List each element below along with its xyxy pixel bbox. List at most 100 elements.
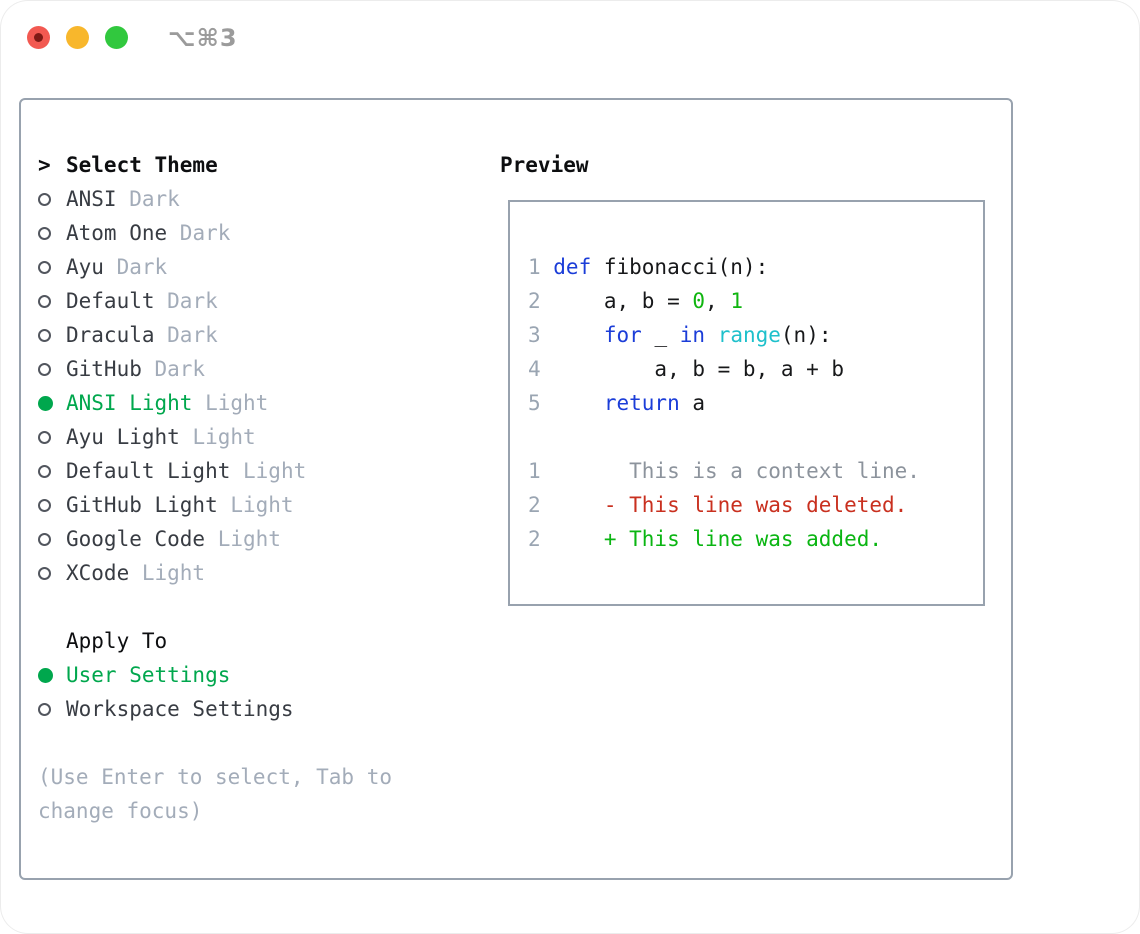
code-segment: a [679, 391, 706, 415]
option-label: XCode [66, 561, 130, 585]
radio-icon [38, 362, 66, 376]
select-theme-title: Select Theme [66, 153, 218, 177]
theme-option-atom-one[interactable]: Atom One Dark [38, 216, 458, 250]
theme-option-ayu-light[interactable]: Ayu Light Light [38, 420, 458, 454]
code-segment: def [553, 255, 592, 279]
apply-option-workspace-settings[interactable]: Workspace Settings [38, 692, 458, 726]
theme-option-dracula[interactable]: Dracula Dark [38, 318, 458, 352]
theme-option-xcode[interactable]: XCode Light [38, 556, 458, 590]
line-number: 1 [528, 255, 541, 279]
line-number: 1 [528, 459, 541, 483]
radio-selected-icon [38, 667, 66, 683]
option-label: Ayu Light [66, 425, 180, 449]
code-segment [553, 323, 604, 347]
apply-option-user-settings[interactable]: User Settings [38, 658, 458, 692]
cursor-icon: > [38, 153, 51, 177]
zoom-button[interactable] [105, 26, 128, 49]
code-segment: a, b = [553, 289, 693, 313]
radio-icon [38, 702, 66, 716]
radio-icon [38, 464, 66, 478]
option-label: Ayu [66, 255, 104, 279]
option-label: GitHub Light [66, 493, 218, 517]
apply-to-title: Apply To [66, 629, 168, 653]
option-variant-label: Dark [141, 357, 206, 381]
option-label: Default Light [66, 459, 231, 483]
apply-to-header: Apply To [38, 624, 458, 658]
radio-icon [38, 430, 66, 444]
close-dot-icon [34, 33, 43, 42]
code-segment: , [705, 289, 731, 313]
theme-option-github-light[interactable]: GitHub Light Light [38, 488, 458, 522]
line-number: 5 [528, 391, 541, 415]
code-segment: return [603, 391, 680, 415]
option-label: ANSI [66, 187, 117, 211]
preview-title: Preview [500, 153, 589, 177]
option-label: Default [66, 289, 155, 313]
option-variant-label: Dark [154, 289, 218, 313]
radio-icon [38, 226, 66, 240]
minimize-button[interactable] [66, 26, 89, 49]
code-segment: (n): [780, 323, 832, 347]
option-variant-label: Light [192, 391, 269, 415]
preview-line: 5 return a [528, 386, 983, 420]
option-variant-label: Dark [167, 221, 231, 245]
code-segment: _ [641, 323, 680, 347]
theme-option-default-light[interactable]: Default Light Light [38, 454, 458, 488]
diff-preview: 1 This is a context line.2 - This line w… [528, 454, 983, 556]
option-variant-label: Dark [103, 255, 168, 279]
option-label: User Settings [66, 663, 231, 687]
close-button[interactable] [27, 26, 50, 49]
line-number: 2 [528, 527, 541, 551]
option-variant-label: Light [217, 493, 294, 517]
spacer [528, 420, 983, 454]
option-label: Google Code [66, 527, 206, 551]
option-variant-label: Dark [154, 323, 218, 347]
line-number: 2 [528, 493, 541, 517]
theme-option-default[interactable]: Default Dark [38, 284, 458, 318]
spacer [38, 726, 458, 760]
theme-option-github[interactable]: GitHub Dark [38, 352, 458, 386]
code-segment: a, b = b, a + b [553, 357, 845, 381]
option-label: Dracula [66, 323, 155, 347]
option-label: Workspace Settings [66, 697, 294, 721]
theme-option-ansi-light[interactable]: ANSI Light Light [38, 386, 458, 420]
theme-option-google-code[interactable]: Google Code Light [38, 522, 458, 556]
option-variant-label: Light [205, 527, 281, 551]
radio-icon [38, 294, 66, 308]
preview-line: 1 This is a context line. [528, 454, 983, 488]
radio-selected-icon [38, 395, 66, 411]
radio-icon [38, 328, 66, 342]
window-shortcut-label: ⌥⌘3 [168, 23, 238, 52]
preview-line: 2 - This line was deleted. [528, 488, 983, 522]
code-segment: 1 [730, 289, 743, 313]
preview-header: Preview [500, 148, 985, 182]
code-segment: in [679, 323, 706, 347]
radio-icon [38, 532, 66, 546]
code-segment: - This line was deleted. [553, 493, 908, 517]
line-number: 3 [528, 323, 541, 347]
radio-icon [38, 260, 66, 274]
preview-line: 2 a, b = 0, 1 [528, 284, 983, 318]
option-label: GitHub [66, 357, 142, 381]
preview-line: 2 + This line was added. [528, 522, 983, 556]
spacer [38, 590, 458, 624]
option-variant-label: Light [129, 561, 206, 585]
option-label: ANSI Light [66, 391, 193, 415]
option-label: Atom One [66, 221, 168, 245]
theme-option-ayu[interactable]: Ayu Dark [38, 250, 458, 284]
titlebar: ⌥⌘3 [0, 0, 1140, 75]
option-variant-label: Dark [116, 187, 180, 211]
theme-option-ansi[interactable]: ANSI Dark [38, 182, 458, 216]
code-segment: 0 [692, 289, 706, 313]
select-theme-header: > Select Theme [38, 148, 458, 182]
option-variant-label: Light [230, 459, 307, 483]
code-segment [705, 323, 718, 347]
